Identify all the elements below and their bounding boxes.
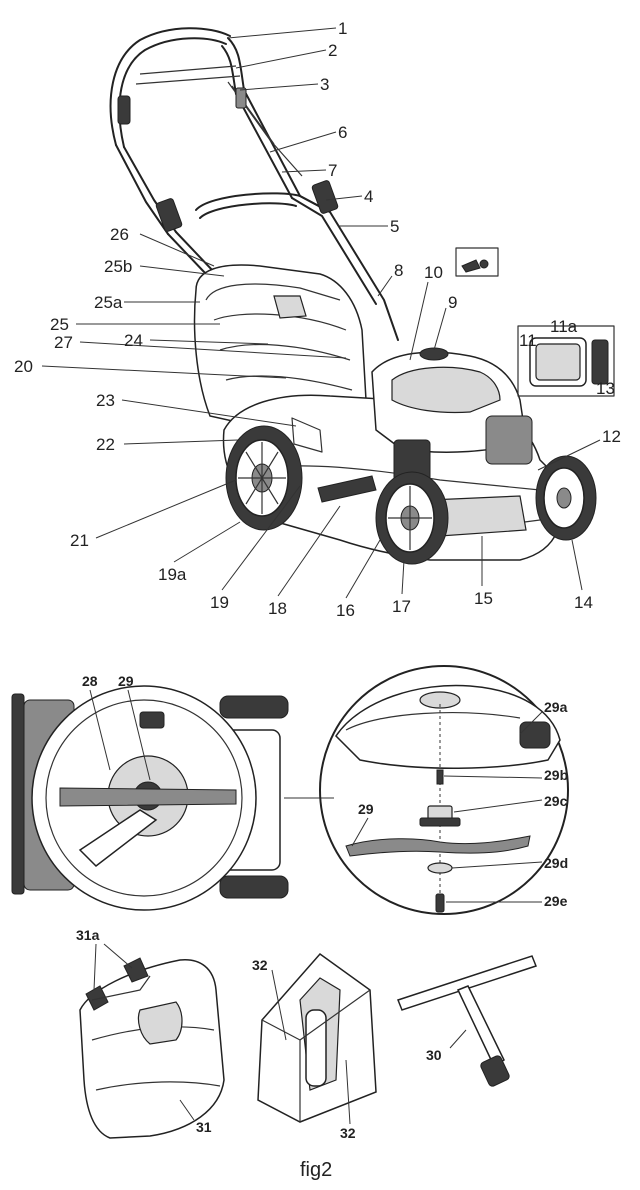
bag-hook-right	[123, 957, 149, 983]
label-25b: 25b	[104, 257, 132, 276]
label-17: 17	[392, 597, 411, 616]
cable-clip-inset	[455, 247, 499, 277]
label-29b: 29b	[544, 767, 568, 783]
left-handle-knob	[155, 198, 183, 232]
label-11: 11	[519, 331, 537, 350]
label-19: 19	[210, 593, 229, 612]
label-6: 6	[338, 123, 347, 142]
label-29-underside: 29	[118, 673, 134, 689]
label-21: 21	[70, 531, 89, 550]
label-19a: 19a	[158, 565, 187, 584]
underside-blade	[59, 787, 237, 807]
mower-main-view: 11a 11 13	[14, 19, 621, 620]
label-29c: 29c	[544, 793, 568, 809]
label-10: 10	[424, 263, 443, 282]
main-labels: 1 2 3 4 5 6 7 8 9 10 12 14 15 16 17 18 1…	[14, 19, 621, 620]
main-leader-lines	[41, 27, 601, 599]
safety-button	[235, 87, 247, 109]
label-29d: 29d	[544, 855, 568, 871]
label-30: 30	[426, 1047, 442, 1063]
blade-bolt	[435, 893, 445, 913]
label-14: 14	[574, 593, 593, 612]
motor-housing	[371, 347, 533, 487]
mulch-plug-part: 32 32	[252, 952, 377, 1141]
label-8: 8	[394, 261, 403, 280]
switch-box	[117, 95, 131, 125]
label-23: 23	[96, 391, 115, 410]
label-1: 1	[338, 19, 347, 38]
wrench-part: 30	[397, 955, 537, 1087]
front-right-wheel	[535, 455, 597, 541]
grass-bag-part: 31a 31	[76, 927, 225, 1139]
figure-caption: fig2	[300, 1159, 332, 1181]
label-11a: 11a	[550, 317, 578, 336]
underside-view: 28 29	[11, 673, 334, 911]
label-20: 20	[14, 357, 33, 376]
label-18: 18	[268, 599, 287, 618]
label-24: 24	[124, 331, 143, 350]
label-32-top: 32	[252, 957, 268, 973]
label-2: 2	[328, 41, 337, 60]
rear-left-wheel	[225, 425, 303, 531]
right-handle-knob	[311, 180, 339, 214]
label-31a: 31a	[76, 927, 100, 943]
label-7: 7	[328, 161, 337, 180]
washer	[427, 862, 453, 874]
battery-cover	[485, 415, 533, 465]
woodruff-key	[436, 769, 444, 785]
label-25: 25	[50, 315, 69, 334]
blade-detail-view: 29a 29b 29c 29 29d 29e	[319, 665, 569, 915]
label-15: 15	[474, 589, 493, 608]
bag-hook-left	[85, 985, 109, 1011]
front-left-wheel	[375, 471, 449, 565]
label-29a: 29a	[544, 699, 568, 715]
label-29-blade: 29	[358, 801, 374, 817]
label-16: 16	[336, 601, 355, 620]
label-9: 9	[448, 293, 457, 312]
label-12: 12	[602, 427, 621, 446]
label-3: 3	[320, 75, 329, 94]
label-27: 27	[54, 333, 73, 352]
label-31: 31	[196, 1119, 212, 1135]
height-adjust-lever	[317, 475, 377, 503]
label-29e: 29e	[544, 893, 568, 909]
label-28: 28	[82, 673, 98, 689]
battery-inset: 11a 11 13	[517, 317, 615, 398]
label-5: 5	[390, 217, 399, 236]
label-13: 13	[596, 379, 615, 398]
label-22: 22	[96, 435, 115, 454]
label-32-bottom: 32	[340, 1125, 356, 1141]
blade	[345, 835, 531, 857]
safety-key	[419, 347, 449, 361]
label-26: 26	[110, 225, 129, 244]
label-25a: 25a	[94, 293, 123, 312]
label-4: 4	[364, 187, 373, 206]
